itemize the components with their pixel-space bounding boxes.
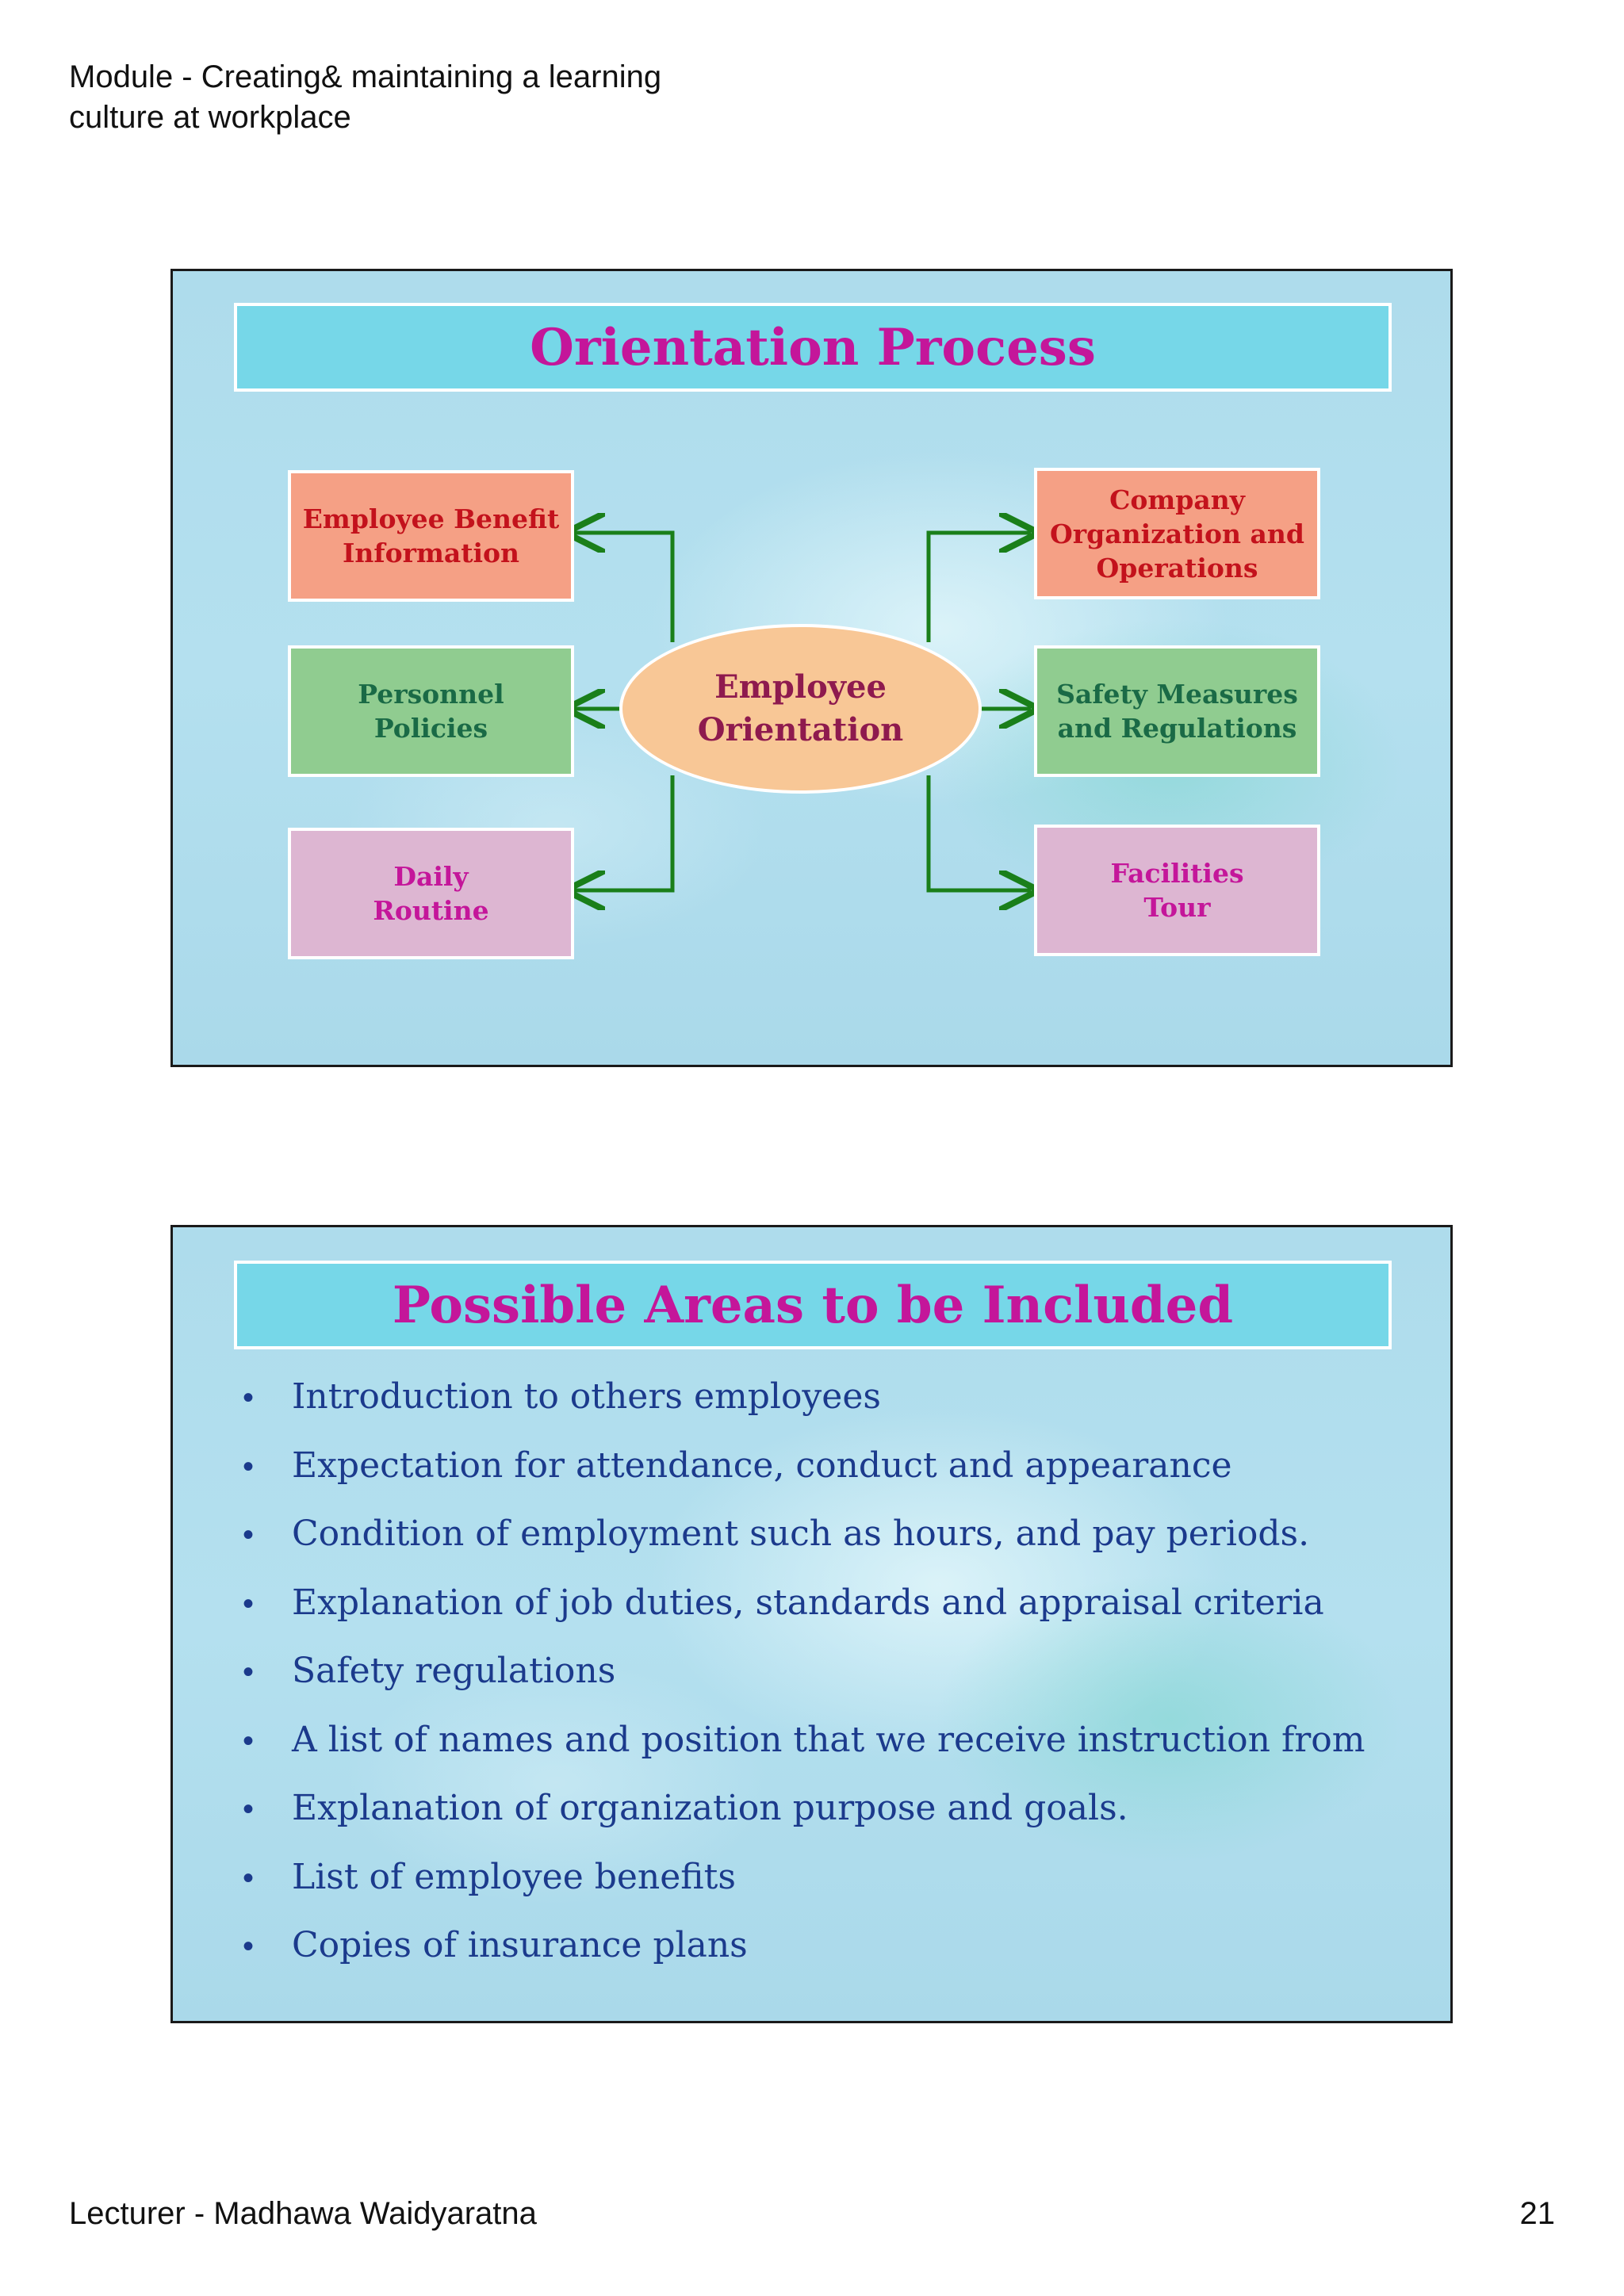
- list-item-text: List of employee benefits: [292, 1856, 736, 1897]
- slide-title: Possible Areas to be Included: [234, 1261, 1392, 1349]
- list-item: • Explanation of job duties, standards an…: [243, 1582, 1416, 1651]
- box-employee-benefit-information: Employee Benefit Information: [288, 470, 574, 602]
- arrow-to-employee-benefit: [573, 533, 675, 642]
- box-daily-routine: Daily Routine: [288, 828, 574, 959]
- arrow-to-daily-routine: [573, 775, 675, 890]
- bullet-icon: •: [243, 1792, 255, 1827]
- bullet-icon: •: [243, 1517, 255, 1552]
- list-item: • Copies of insurance plans: [243, 1925, 1416, 1994]
- box-company-organization-operations: Company Organization and Operations: [1034, 468, 1320, 599]
- slide-orientation-process: Orientation Process Employee Benefit Inf…: [170, 269, 1453, 1067]
- arrow-to-facilities-tour: [926, 775, 1031, 890]
- bullet-icon: •: [243, 1448, 255, 1484]
- header-line-1: Module - Creating& maintaining a learnin…: [69, 59, 662, 94]
- list-item-text: Introduction to others employees: [292, 1376, 881, 1417]
- list-item: • Expectation for attendance, conduct and…: [243, 1445, 1416, 1514]
- list-item-text: Copies of insurance plans: [292, 1925, 748, 1965]
- list-item: • Explanation of organization purpose and…: [243, 1788, 1416, 1857]
- bullet-icon: •: [243, 1380, 255, 1415]
- list-item: • Condition of employment such as hours, …: [243, 1513, 1416, 1582]
- list-item: • List of employee benefits: [243, 1857, 1416, 1926]
- arrow-to-company-organization: [926, 533, 1031, 642]
- bullet-icon: •: [243, 1929, 255, 1964]
- list-item-text: Condition of employment such as hours, a…: [292, 1513, 1310, 1554]
- slide-title: Orientation Process: [234, 303, 1392, 392]
- bullet-icon: •: [243, 1723, 255, 1758]
- header-line-2: culture at workplace: [69, 100, 351, 135]
- box-facilities-tour: Facilities Tour: [1034, 825, 1320, 956]
- box-personnel-policies: Personnel Policies: [288, 645, 574, 777]
- list-item-text: A list of names and position that we rec…: [292, 1719, 1365, 1760]
- bullet-icon: •: [243, 1586, 255, 1621]
- bullet-list: • Introduction to others employees • Expec…: [243, 1376, 1416, 1994]
- connector-arrows: [173, 271, 1453, 1067]
- page-header: Module - Creating& maintaining a learnin…: [69, 57, 783, 138]
- bullet-icon: •: [243, 1860, 255, 1896]
- list-item: • Introduction to others employees: [243, 1376, 1416, 1445]
- list-item-text: Expectation for attendance, conduct and …: [292, 1445, 1232, 1486]
- bullet-icon: •: [243, 1655, 255, 1689]
- list-item-text: Safety regulations: [292, 1651, 616, 1691]
- box-safety-measures-regulations: Safety Measures and Regulations: [1034, 645, 1320, 777]
- list-item-text: Explanation of job duties, standards and…: [292, 1582, 1324, 1623]
- footer-lecturer: Lecturer - Madhawa Waidyaratna: [69, 2196, 537, 2231]
- center-employee-orientation: Employee Orientation: [619, 624, 982, 794]
- slide-possible-areas: Possible Areas to be Included • Introduct…: [170, 1225, 1453, 2023]
- footer-page-number: 21: [1519, 2196, 1556, 2231]
- list-item: • A list of names and position that we re…: [243, 1720, 1416, 1789]
- list-item: • Safety regulations: [243, 1651, 1416, 1720]
- list-item-text: Explanation of organization purpose and …: [292, 1788, 1128, 1828]
